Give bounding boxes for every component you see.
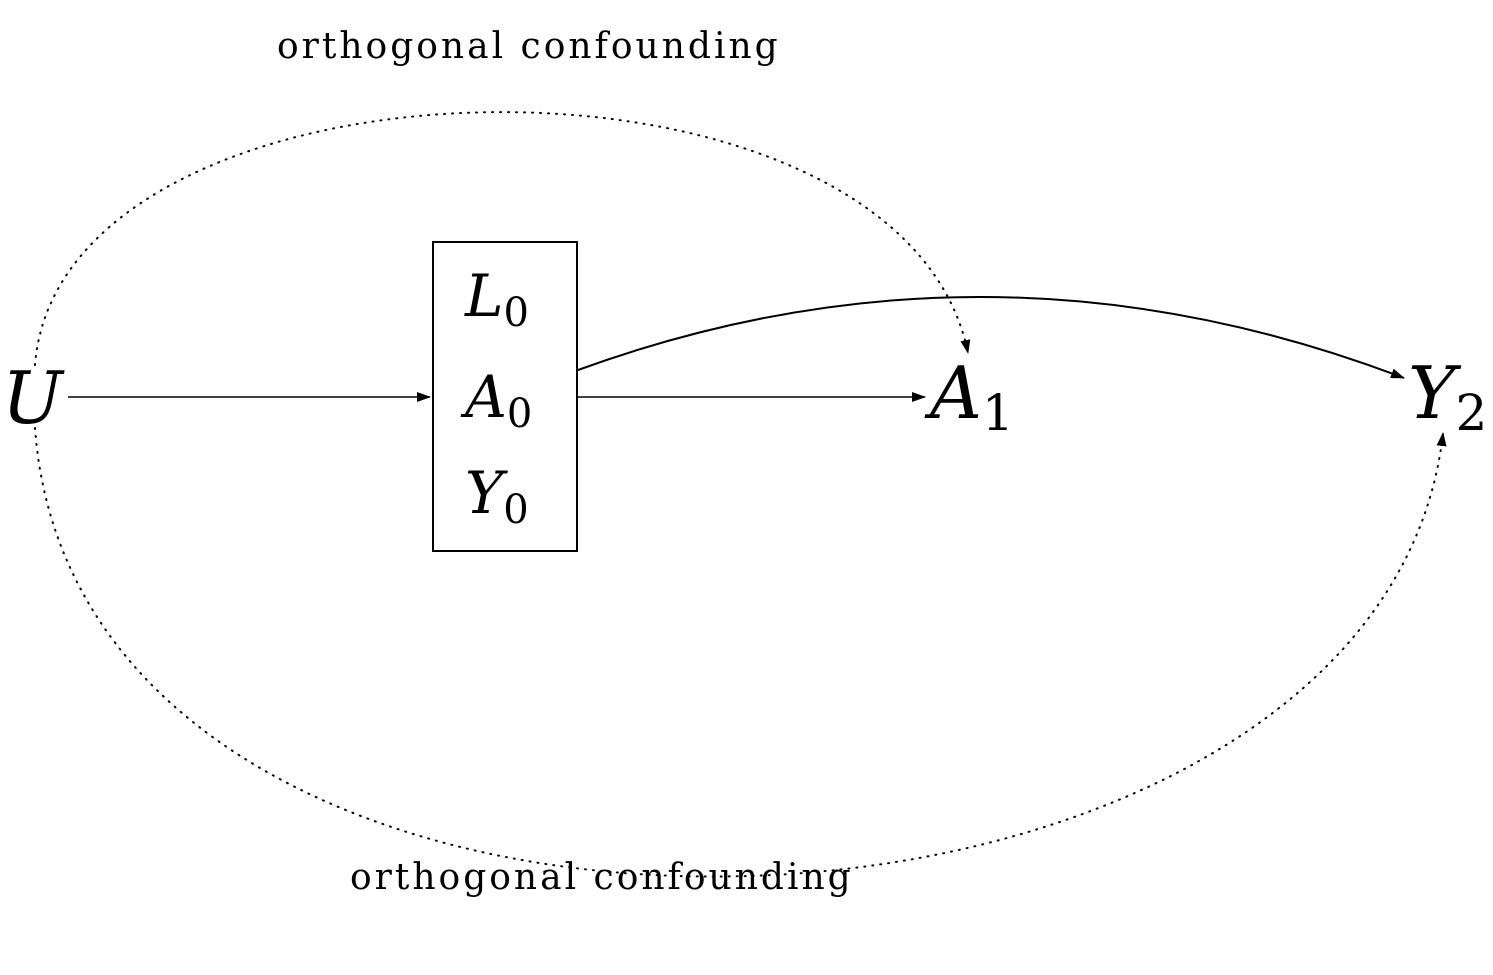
label-top: orthogonal confounding: [277, 26, 781, 67]
node-y2: Y2: [1408, 351, 1487, 442]
confounding-arc-top: [34, 111, 971, 366]
baseline-box: [432, 241, 578, 552]
node-u: U: [2, 356, 65, 440]
node-a0: A0: [460, 363, 532, 437]
node-a1: A1: [924, 351, 1014, 442]
edge-box-to-y2: [577, 296, 1405, 379]
confounding-arc-bottom: [34, 427, 1447, 878]
node-y0: Y0: [465, 459, 529, 533]
label-bottom: orthogonal confounding: [350, 857, 854, 898]
node-l0: L0: [464, 262, 529, 336]
